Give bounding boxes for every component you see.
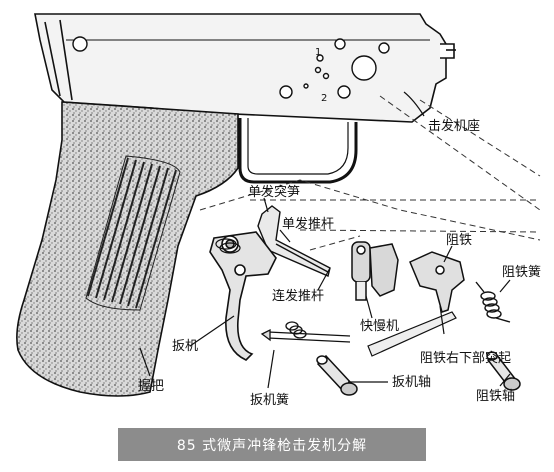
label-auto-pushrod: 连发推杆 [272,289,325,304]
hole-number-1: 1 [315,47,322,58]
label-single-shot-sear: 单发突笋 [248,185,301,200]
grip-grooves [85,155,181,311]
label-trigger-spring: 扳机簧 [250,393,290,408]
label-stop-spring: 阻铁簧 [502,265,542,280]
wire-rod [367,311,457,357]
label-trigger-axle: 扳机轴 [392,375,432,390]
label-stop-axle: 阻铁轴 [476,389,516,404]
caption-bar: 85 式微声冲锋枪击发机分解 [118,428,426,461]
trigger-part [209,231,277,361]
housing-holes [72,36,390,99]
label-grip: 握把 [138,379,165,394]
label-stop: 阻铁 [446,233,473,248]
assembly-guide-lines [199,95,541,251]
trigger-spring-part [260,321,351,343]
stop-axle-part [486,351,521,391]
trigger-guard [238,118,358,184]
label-single-shot-pushrod: 单发推杆 [282,217,335,232]
label-trigger-housing: 击发机座 [428,119,481,134]
stop-spring-part [475,281,511,323]
stop-part [409,251,465,313]
label-trigger: 扳机 [172,339,199,354]
hole-number-2: 2 [321,93,328,104]
leader-lines [139,91,511,389]
label-stop-lower-protrusion: 阻铁右下部突起 [420,351,512,366]
selector-part [351,241,399,301]
label-slow-mechanism: 快慢机 [360,319,400,334]
trigger-axle-part [316,354,358,396]
trigger-coil [215,238,241,254]
figure-caption: 85 式微声冲锋枪击发机分解 [176,437,368,454]
